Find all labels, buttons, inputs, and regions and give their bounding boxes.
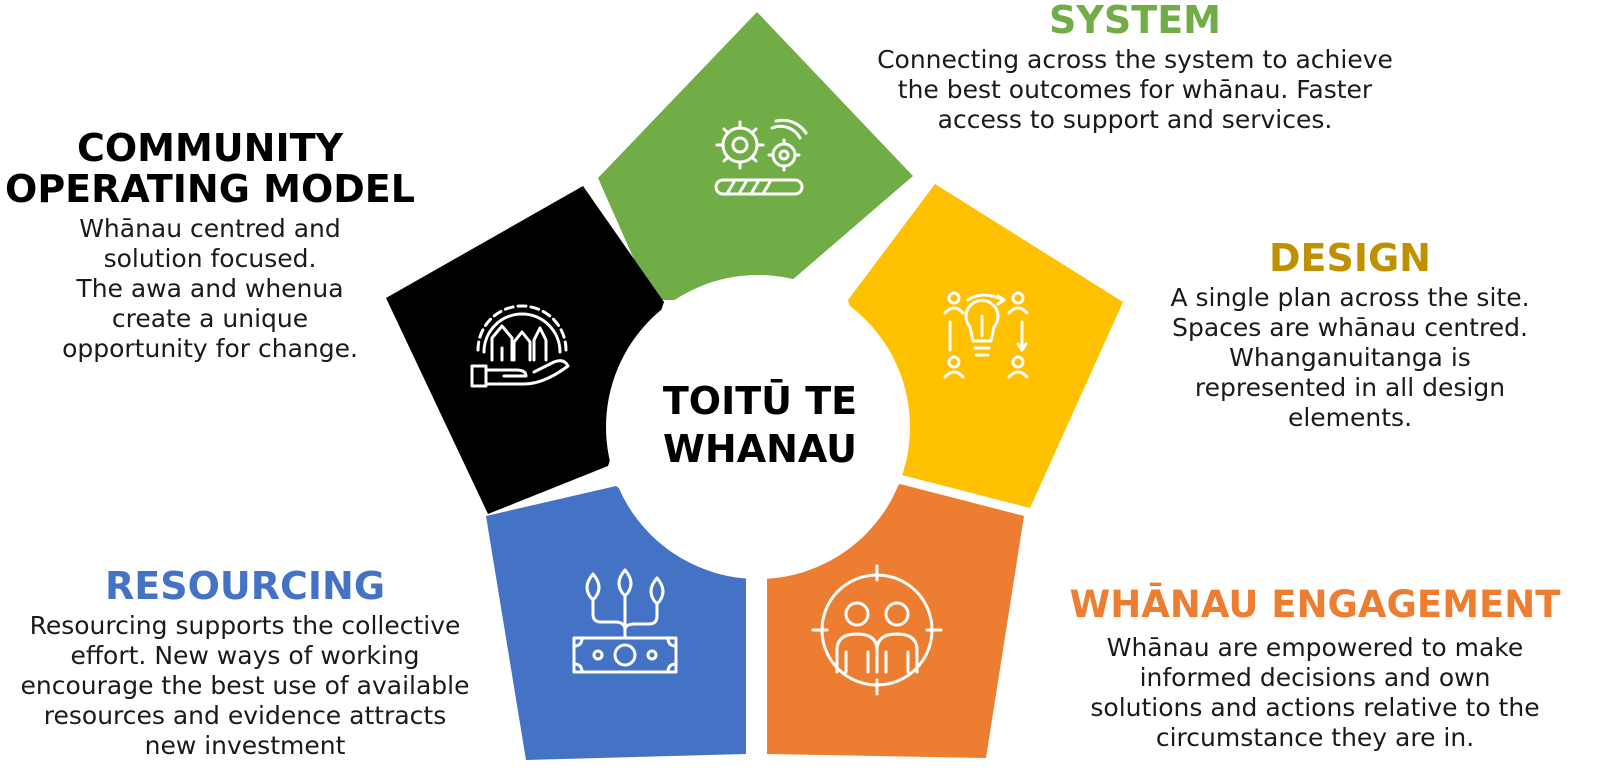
system-description: Connecting across the system to achieve … bbox=[845, 45, 1425, 135]
lightbulb-people-icon bbox=[943, 291, 1029, 379]
community-callout: COMMUNITY OPERATING MODEL Whānau centred… bbox=[0, 126, 420, 364]
engagement-line-2: informed decisions and own bbox=[1139, 662, 1491, 692]
resourcing-line-1: Resourcing supports the collective bbox=[29, 611, 461, 641]
engagement-line-4: circumstance they are in. bbox=[1155, 722, 1475, 752]
engagement-line-3: solutions and actions relative to the bbox=[1090, 692, 1540, 722]
design-heading: DESIGN bbox=[1268, 236, 1431, 280]
system-line-1: Connecting across the system to achieve bbox=[877, 45, 1393, 75]
community-line-5: opportunity for change. bbox=[62, 334, 358, 364]
engagement-callout: WHĀNAU ENGAGEMENT Whānau are empowered t… bbox=[1055, 585, 1575, 753]
resourcing-line-2: effort. New ways of working bbox=[70, 641, 420, 671]
engagement-description: Whānau are empowered to make informed de… bbox=[1055, 633, 1575, 753]
community-line-1: Whānau centred and bbox=[79, 214, 341, 244]
community-segment bbox=[386, 186, 664, 514]
design-line-2: Spaces are whānau centred. bbox=[1172, 313, 1528, 343]
resourcing-description: Resourcing supports the collective effor… bbox=[0, 611, 490, 761]
design-callout: DESIGN A single plan across the site. Sp… bbox=[1140, 236, 1560, 433]
community-line-4: create a unique bbox=[111, 304, 309, 334]
system-callout: SYSTEM Connecting across the system to a… bbox=[845, 0, 1425, 135]
center-circle bbox=[606, 275, 910, 579]
design-segment bbox=[848, 184, 1123, 508]
community-line-2: solution focused. bbox=[103, 244, 317, 274]
people-target-icon bbox=[811, 564, 943, 696]
center-title-line-1: TOITŪ TE bbox=[663, 379, 857, 423]
center-title-line-2: WHANAU bbox=[663, 427, 857, 471]
money-growth-icon bbox=[572, 568, 678, 674]
gears-progress-icon bbox=[714, 118, 808, 196]
hand-community-icon bbox=[470, 304, 570, 388]
system-line-2: the best outcomes for whānau. Faster bbox=[897, 75, 1373, 105]
system-segment bbox=[598, 12, 913, 300]
resourcing-line-3: encourage the best use of available bbox=[20, 671, 470, 701]
design-line-3: Whanganuitanga is bbox=[1229, 343, 1471, 373]
design-description: A single plan across the site. Spaces ar… bbox=[1140, 283, 1560, 433]
system-line-3: access to support and services. bbox=[937, 105, 1333, 135]
engagement-line-1: Whānau are empowered to make bbox=[1106, 632, 1524, 662]
community-line-3: The awa and whenua bbox=[76, 274, 344, 304]
community-heading-line-1: COMMUNITY bbox=[76, 126, 344, 170]
community-description: Whānau centred and solution focused. The… bbox=[0, 214, 420, 364]
resourcing-line-4: resources and evidence attracts bbox=[43, 701, 447, 731]
resourcing-callout: RESOURCING Resourcing supports the colle… bbox=[0, 564, 490, 761]
resourcing-line-5: new investment bbox=[144, 731, 346, 761]
engagement-heading: WHĀNAU ENGAGEMENT bbox=[1069, 583, 1561, 626]
system-heading: SYSTEM bbox=[1049, 0, 1221, 42]
design-line-5: elements. bbox=[1287, 403, 1413, 433]
community-heading: COMMUNITY OPERATING MODEL bbox=[0, 126, 420, 212]
design-line-1: A single plan across the site. bbox=[1170, 283, 1530, 313]
design-line-4: represented in all design bbox=[1194, 373, 1506, 403]
resourcing-heading: RESOURCING bbox=[104, 564, 386, 608]
community-heading-line-2: OPERATING MODEL bbox=[5, 167, 415, 212]
